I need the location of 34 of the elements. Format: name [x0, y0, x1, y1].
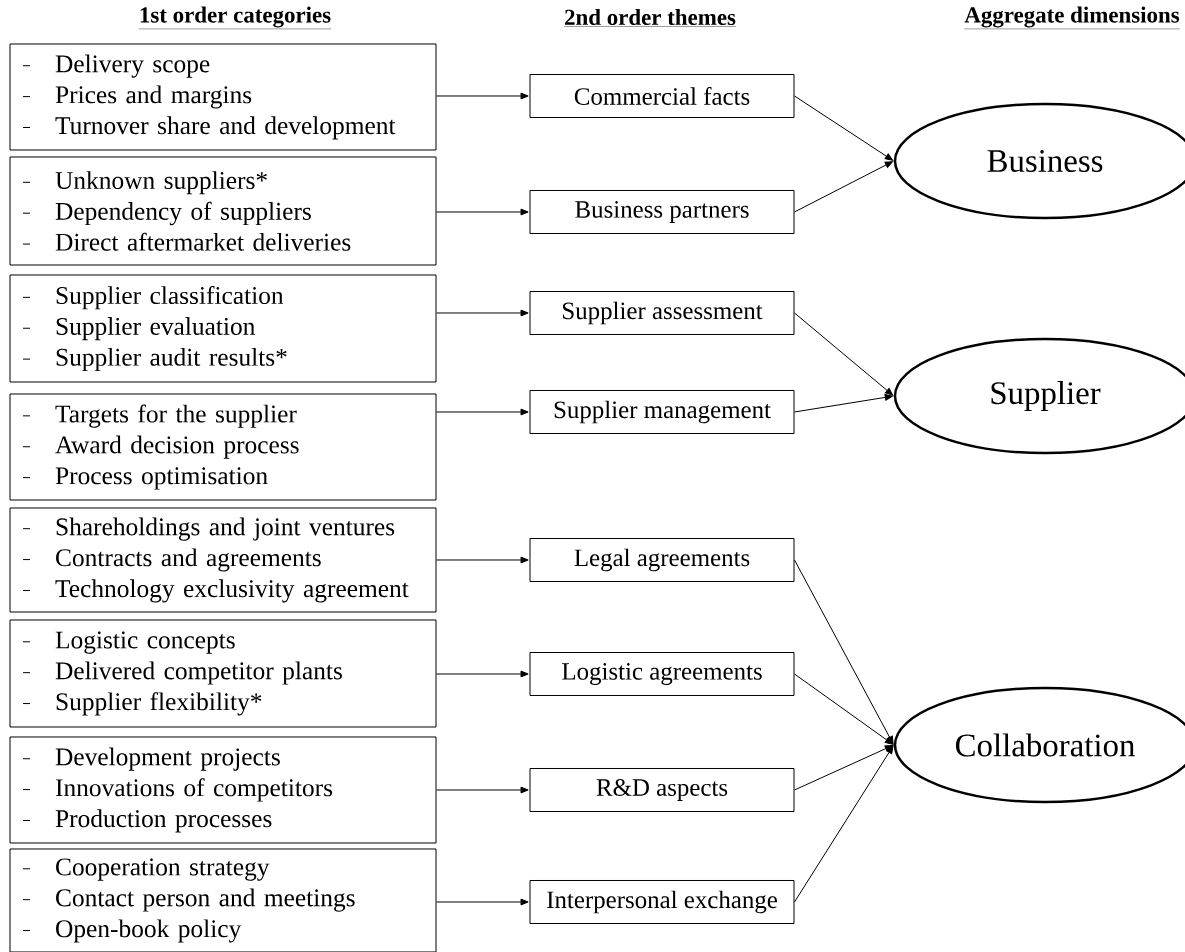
arrow	[436, 92, 529, 100]
category-box: Shareholdings and joint ventures Contracts and agreements Technology exclusivity agreement	[9, 507, 437, 613]
category-box: Cooperation strategy Contact person and meetings Open-book policy	[9, 848, 437, 952]
category-box: Delivery scope Prices and margins Turnover share and development	[9, 43, 437, 151]
arrow	[436, 556, 529, 564]
theme-box: Supplier assessment	[529, 291, 795, 335]
theme-box: Business partners	[529, 190, 795, 234]
arrow	[794, 161, 894, 213]
arrow	[794, 745, 894, 903]
category-box: Logistic concepts Delivered competitor plants Supplier flexibility*	[9, 619, 437, 728]
arrow	[436, 208, 529, 216]
arrow	[794, 95, 894, 161]
arrow	[794, 673, 894, 745]
theme-box: Interpersonal exchange	[529, 880, 795, 924]
category-box: Supplier classification Supplier evaluation Supplier audit results*	[9, 274, 437, 383]
arrow	[436, 309, 529, 317]
arrow	[794, 394, 893, 413]
arrow	[794, 312, 894, 396]
arrow	[794, 745, 893, 791]
category-box: Unknown suppliers* Dependency of suppliers Direct aftermarket deliveries	[9, 156, 437, 266]
category-box: Development projects Innovations of competitors Production processes	[9, 736, 437, 844]
arrow	[436, 408, 529, 416]
category-box: Targets for the supplier Award decision process Process optimisation	[9, 393, 437, 501]
arrow	[794, 559, 894, 745]
arrow	[436, 786, 529, 794]
theme-box: Commercial facts	[529, 74, 795, 118]
theme-box: Logistic agreements	[529, 652, 795, 696]
theme-box: R&D aspects	[529, 768, 795, 812]
theme-box: Supplier management	[529, 390, 795, 434]
arrow	[436, 670, 529, 678]
column-heading: Aggregate dimensions	[964, 6, 1180, 30]
column-heading: 2nd order themes	[563, 8, 737, 27]
theme-box: Legal agreements	[529, 538, 795, 582]
arrow	[436, 898, 529, 906]
